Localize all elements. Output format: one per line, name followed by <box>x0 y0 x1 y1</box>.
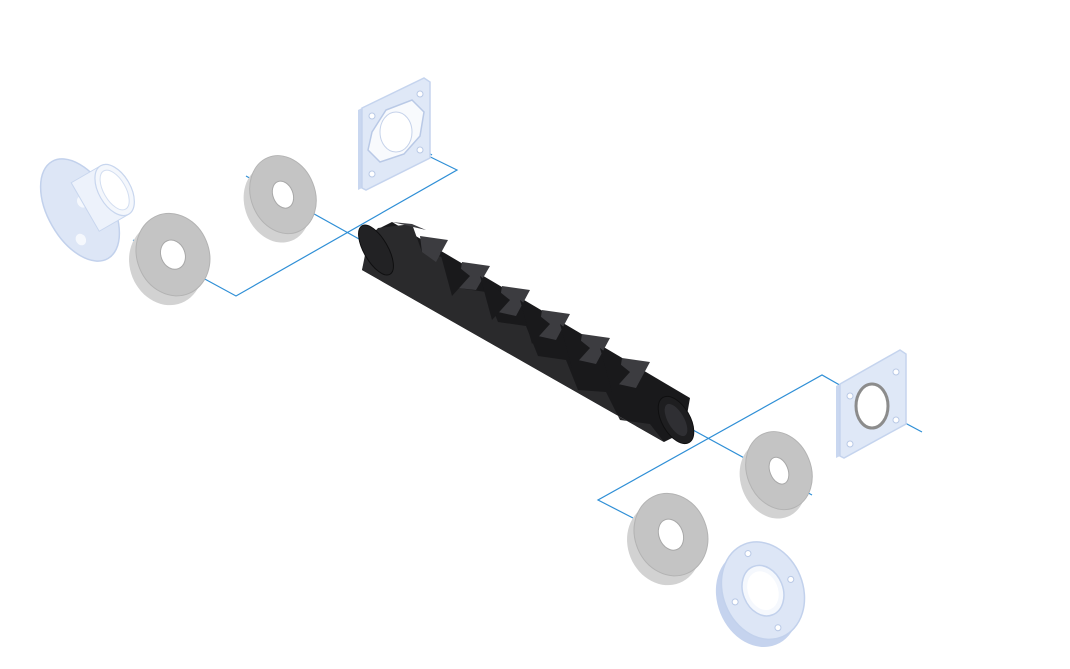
right-flange <box>715 541 806 648</box>
right-spacer-ring-outer <box>627 492 709 586</box>
left-square-plate <box>358 77 431 191</box>
left-flange <box>39 158 135 262</box>
right-square-plate <box>836 349 907 459</box>
bellows-boot <box>358 222 695 445</box>
assembly-line-right-bracket <box>596 374 853 519</box>
left-spacer-ring-outer <box>129 212 211 306</box>
left-spacer-ring-inner <box>243 155 317 243</box>
right-spacer-ring-inner <box>739 431 813 519</box>
